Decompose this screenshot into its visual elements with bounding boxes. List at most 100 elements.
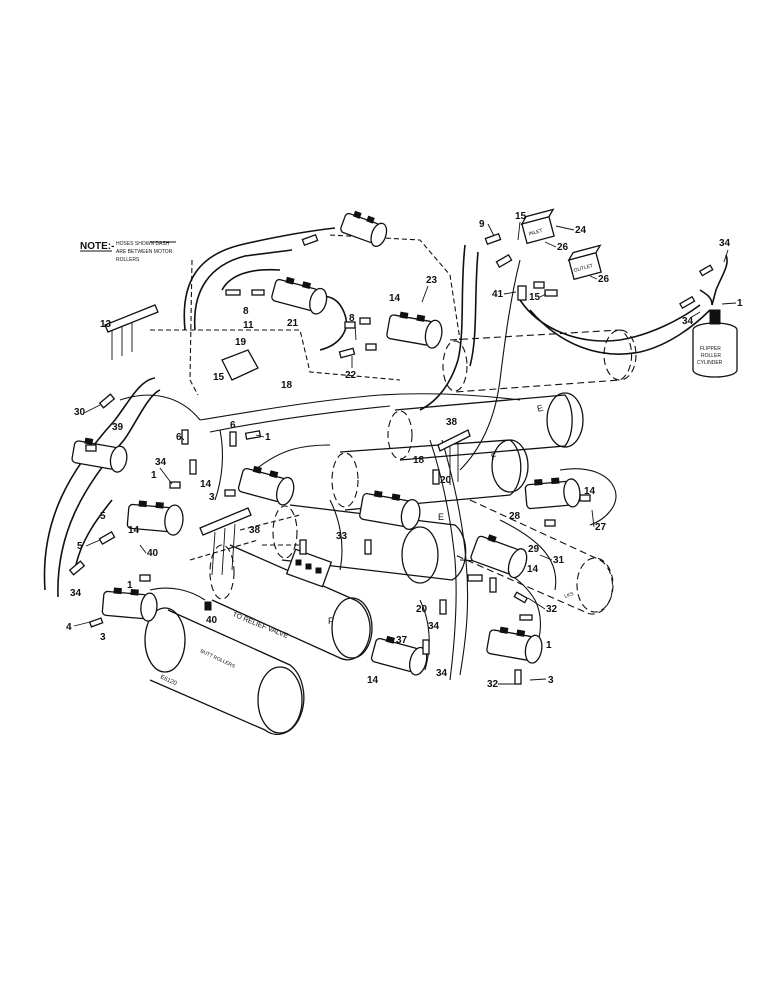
callout-13: 14 xyxy=(128,525,140,536)
butt-rollers-label: BUTT ROLLERS xyxy=(199,648,236,670)
motor-center xyxy=(359,490,421,531)
callout-18: 20 xyxy=(416,604,428,615)
callout-34: 34 xyxy=(719,238,731,249)
flipper-roller-cylinder: FLIPPER ROLLER CYLINDER xyxy=(692,254,738,378)
callout-24: 26 xyxy=(557,242,569,253)
callout-40: 40 xyxy=(206,615,218,626)
flipper-roller-label: ROLLER xyxy=(701,353,721,359)
motor-upper-center xyxy=(386,311,443,349)
hydraulic-motors xyxy=(71,210,581,676)
callout-35: 37 xyxy=(396,635,408,646)
valve-bank-right xyxy=(437,429,471,485)
callout-3: 3 xyxy=(100,632,106,643)
flipper-label: FLIPPER xyxy=(700,346,721,352)
callout-numbers: 34 1 34 9 15 24 26 26 41 15 23 14 8 22 8… xyxy=(66,211,743,690)
callout-22: 23 xyxy=(426,275,438,286)
callout-6: 6 xyxy=(230,420,236,431)
callout-1: 1 xyxy=(265,432,271,443)
callout-4: 4 xyxy=(66,622,72,633)
callout-14: 14 xyxy=(200,479,212,490)
callout-30: 32 xyxy=(487,679,499,690)
inlet-block: INLET xyxy=(520,208,555,245)
motor-center-left xyxy=(237,465,295,506)
inlet-outlet-blocks: INLET OUTLET xyxy=(520,208,602,281)
svg-text:E: E xyxy=(438,512,444,522)
callout-8: 8 xyxy=(349,313,355,324)
callout-26: 27 xyxy=(595,522,607,533)
callout-16: 18 xyxy=(281,380,293,391)
valve-banks xyxy=(104,304,471,588)
callout-15: 15 xyxy=(213,372,225,383)
callout-36: 38 xyxy=(249,525,261,536)
motor-right-upper xyxy=(524,477,581,510)
roller-dashed-right xyxy=(454,499,614,615)
callout-17: 19 xyxy=(235,337,247,348)
callout-34: 34 xyxy=(70,588,82,599)
junction-box xyxy=(221,349,259,381)
callout-32: 33 xyxy=(336,531,348,542)
callout-16: 18 xyxy=(413,455,425,466)
callout-15: 15 xyxy=(529,292,541,303)
roller-upper-right: E xyxy=(387,392,584,461)
callout-29: 31 xyxy=(553,555,565,566)
flipper-cylinder-label: CYLINDER xyxy=(697,360,723,366)
callout-34: 34 xyxy=(155,457,167,468)
callout-5: 5 xyxy=(77,541,83,552)
callout-9: 9 xyxy=(479,219,485,230)
svg-text:E: E xyxy=(536,403,544,414)
motor-bottom-right xyxy=(486,626,543,664)
relief-valve-label: TO RELIEF VALVE xyxy=(231,611,289,640)
svg-text:F: F xyxy=(490,451,498,462)
motor-left-1 xyxy=(71,437,128,473)
callout-31: 32 xyxy=(546,604,558,615)
callout-3: 3 xyxy=(209,492,215,503)
callout-23: 24 xyxy=(575,225,587,236)
callout-3: 3 xyxy=(548,675,554,686)
callout-1: 1 xyxy=(737,298,743,309)
motor-right-mid xyxy=(470,534,528,579)
note-line-1: HOSES SHOWN DASH xyxy=(116,241,170,247)
leader-lines xyxy=(73,221,737,685)
note-line-2: ARE BETWEEN MOTOR xyxy=(116,249,173,255)
callout-13: 14 xyxy=(527,564,539,575)
motor-upper-left xyxy=(271,276,328,315)
callout-1: 1 xyxy=(127,580,133,591)
callout-15: 15 xyxy=(515,211,527,222)
roller-dashed-top xyxy=(442,329,637,393)
callout-27: 28 xyxy=(509,511,521,522)
callout-39: 40 xyxy=(147,548,159,559)
callout-12: 13 xyxy=(100,319,112,330)
callout-41: 41 xyxy=(492,289,504,300)
callout-24: 26 xyxy=(598,274,610,285)
valve-bank-center xyxy=(285,548,333,588)
callout-34: 34 xyxy=(428,621,440,632)
note-line-3: ROLLERS xyxy=(116,257,140,263)
callout-33: 34 xyxy=(436,668,448,679)
callout-20: 30 xyxy=(74,407,86,418)
valve-bank-top-left xyxy=(104,304,159,360)
outlet-block: OUTLET xyxy=(567,244,602,281)
note-block: NOTE:- HOSES SHOWN DASH ARE BETWEEN MOTO… xyxy=(80,241,176,263)
outlet-label: OUTLET xyxy=(573,263,594,274)
relief-valve-note: TO RELIEF VALVE xyxy=(204,601,289,640)
rollers: E F E F xyxy=(144,329,637,736)
callout-13: 14 xyxy=(584,486,596,497)
callout-37: 38 xyxy=(446,417,458,428)
callout-1: 1 xyxy=(151,470,157,481)
inlet-label: INLET xyxy=(528,228,543,237)
callout-8: 8 xyxy=(243,306,249,317)
motor-left-2 xyxy=(126,500,184,536)
callout-11: 11 xyxy=(243,320,254,331)
callout-19: 21 xyxy=(287,318,299,329)
note-heading: NOTE:- xyxy=(80,241,114,252)
roller-lower: F xyxy=(209,544,373,661)
svg-text:LKS: LKS xyxy=(564,591,576,600)
callout-13: 14 xyxy=(367,675,379,686)
callout-34: 34 xyxy=(682,316,694,327)
callout-13: 14 xyxy=(389,293,401,304)
callout-1: 1 xyxy=(546,640,552,651)
roller-mid-right: F xyxy=(331,439,529,511)
callout-38: 39 xyxy=(112,422,124,433)
callout-2: 5 xyxy=(100,511,106,522)
motor-lower-left xyxy=(101,587,158,622)
